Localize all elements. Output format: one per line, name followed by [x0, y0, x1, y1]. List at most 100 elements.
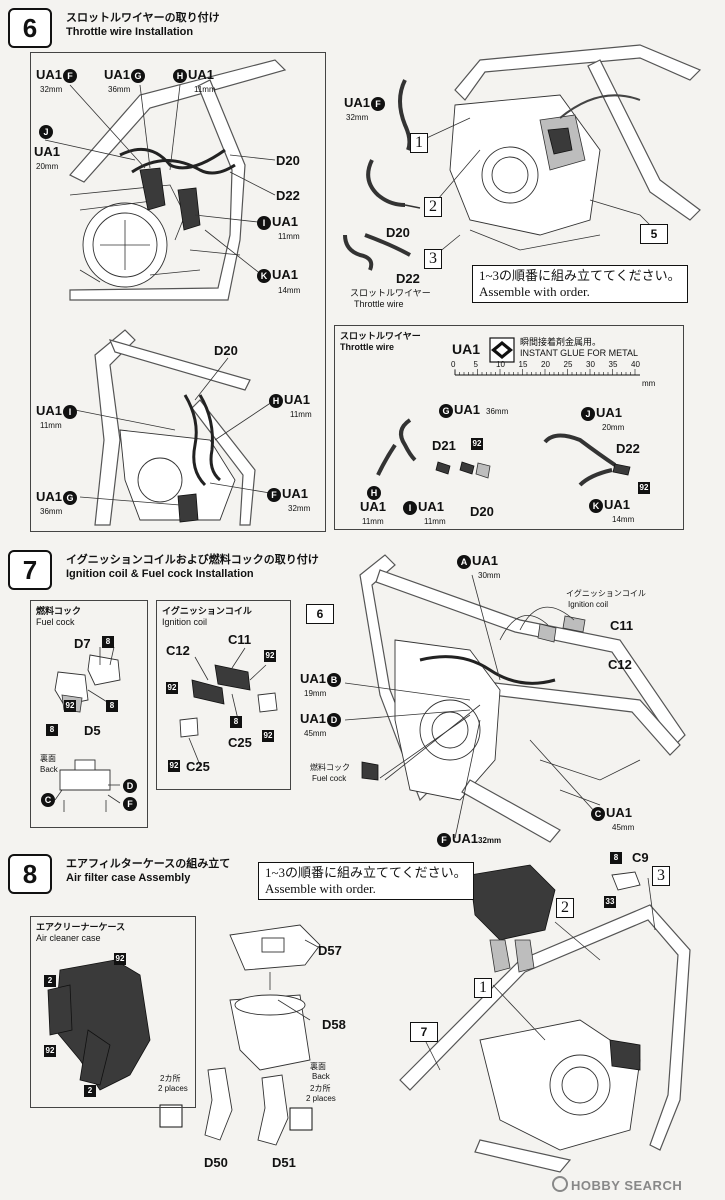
ruler-tick-label: 5 — [473, 360, 478, 369]
ign-part-8: 8 — [230, 716, 242, 728]
order-number-1: 1 — [410, 133, 428, 153]
step8-order-note-jp: 1~3の順番に組み立ててください。 — [265, 865, 467, 880]
back-en: Back — [312, 1072, 330, 1081]
step7-number: 7 — [8, 550, 52, 590]
air-part-2-top: 2 — [44, 975, 56, 987]
ignition-coil-box — [156, 600, 291, 790]
ign-c11-label: C11 — [228, 632, 252, 647]
detail-ua1-h-size: 11mm — [362, 517, 384, 526]
d50-label: D50 — [204, 1155, 228, 1170]
ign-part-92-bottom: 92 — [168, 760, 180, 772]
fuel-cock-box — [30, 600, 148, 828]
c9-label: C9 — [632, 850, 649, 865]
step6-header: 6 スロットルワイヤーの取り付け Throttle wire Installat… — [8, 8, 220, 52]
ref-step-6: 6 — [306, 604, 334, 624]
c9-part-33: 33 — [604, 896, 616, 908]
ruler-tick-label: 10 — [496, 360, 505, 369]
ua1-d-size: 45mm — [304, 729, 327, 738]
detail-ua1-k-size: 14mm — [612, 515, 635, 524]
detail-part-92: 92 — [471, 438, 483, 450]
fuel-d-marker: D — [122, 778, 138, 793]
fuel-part-8-left: 8 — [46, 724, 58, 736]
ua1-c-size: 45mm — [612, 823, 635, 832]
places-right-jp: 2カ所 — [310, 1084, 331, 1093]
air-part-92-left: 92 — [44, 1045, 56, 1057]
ruler-tick-label: 30 — [586, 360, 595, 369]
detail-ua1-h-label: UA1 — [360, 499, 387, 514]
fuel-cock-parts — [54, 654, 121, 812]
ruler-tick-label: 35 — [608, 360, 618, 369]
fuel-part-8-top: 8 — [102, 636, 114, 648]
fuel-cock-title-jp: 燃料コック — [36, 606, 82, 616]
ign-part-92-left: 92 — [166, 682, 178, 694]
step7-header: 7 イグニッションコイルおよび燃料コックの取り付け Ignition coil … — [8, 550, 319, 594]
places-right-en: 2 places — [306, 1094, 336, 1103]
step7-title-en: Ignition coil & Fuel cock Installation — [66, 568, 254, 580]
ign-coil-title-jp: イグニッションコイル — [162, 606, 252, 616]
coil-label-en: Ignition coil — [568, 600, 609, 609]
detail-title-en: Throttle wire — [340, 342, 395, 352]
ua1-b-size: 19mm — [304, 689, 327, 698]
ua1-f-wire-size: 32mm — [346, 113, 369, 122]
ua1-g-size: 36mm — [108, 85, 131, 94]
air-part-2-bottom: 2 — [84, 1085, 96, 1097]
step8-order-3: 3 — [652, 866, 670, 886]
step6-order-note-en: Assemble with order. — [479, 284, 590, 299]
watermark-logo-icon — [552, 1176, 568, 1192]
d22-label: D22 — [276, 188, 300, 203]
detail-d20-label: D20 — [470, 504, 494, 519]
ruler-tick-label: 40 — [631, 360, 640, 369]
detail-d22-label: D22 — [616, 441, 640, 456]
detail-title-jp: スロットルワイヤー — [340, 331, 421, 341]
j-marker: J — [38, 124, 54, 139]
detail-ua1-i-size: 11mm — [424, 517, 446, 526]
d51-label: D51 — [272, 1155, 296, 1170]
ignition-coil-parts — [179, 664, 278, 738]
ruler-tick-label: 0 — [451, 360, 456, 369]
ign-part-92-right: 92 — [262, 730, 274, 742]
step6-title-en: Throttle wire Installation — [66, 26, 194, 38]
d20-label: D20 — [276, 153, 300, 168]
step6-order-note-jp: 1~3の順番に組み立ててください。 — [479, 268, 681, 283]
main-c11-label: C11 — [610, 618, 634, 633]
fuel-d7-label: D7 — [74, 636, 91, 651]
d58-label: D58 — [322, 1017, 346, 1032]
step8-order-note-en: Assemble with order. — [265, 881, 376, 896]
detail-ua1-g-size: 36mm — [486, 407, 509, 416]
ign-part-92-top: 92 — [264, 650, 276, 662]
step8-order-2: 2 — [556, 898, 574, 918]
step8-parts — [159, 924, 321, 1146]
air-box-title-jp: エアクリーナーケース — [36, 922, 126, 932]
ign-c25b-label: C25 — [186, 759, 210, 774]
places-left-jp: 2カ所 — [160, 1074, 181, 1083]
ign-c12-label: C12 — [166, 643, 190, 658]
ua1-f-bottom-size: 32mm — [288, 504, 311, 513]
step6-frame-top-illustration — [69, 59, 287, 301]
ua1-i-bottom-size: 11mm — [40, 421, 62, 430]
ref-step-7: 7 — [410, 1022, 438, 1042]
fuel-cock-main-en: Fuel cock — [312, 774, 347, 783]
ua1-f-size: 32mm — [40, 85, 63, 94]
ua1-j-size: 20mm — [36, 162, 59, 171]
ua1-i-size: 11mm — [278, 232, 300, 241]
detail-part-92-right: 92 — [638, 482, 650, 494]
throttle-wire-jp: スロットルワイヤー — [350, 288, 431, 298]
step6-left-panel — [30, 52, 326, 532]
fuel-c-marker: C — [40, 792, 56, 807]
fuel-cock-main-jp: 燃料コック — [310, 763, 350, 772]
ua1-g-bottom-size: 36mm — [40, 507, 63, 516]
d20-bottom-label: D20 — [214, 343, 238, 358]
air-box-title-en: Air cleaner case — [36, 933, 101, 943]
ua1-h-bottom-size: 11mm — [290, 410, 312, 419]
